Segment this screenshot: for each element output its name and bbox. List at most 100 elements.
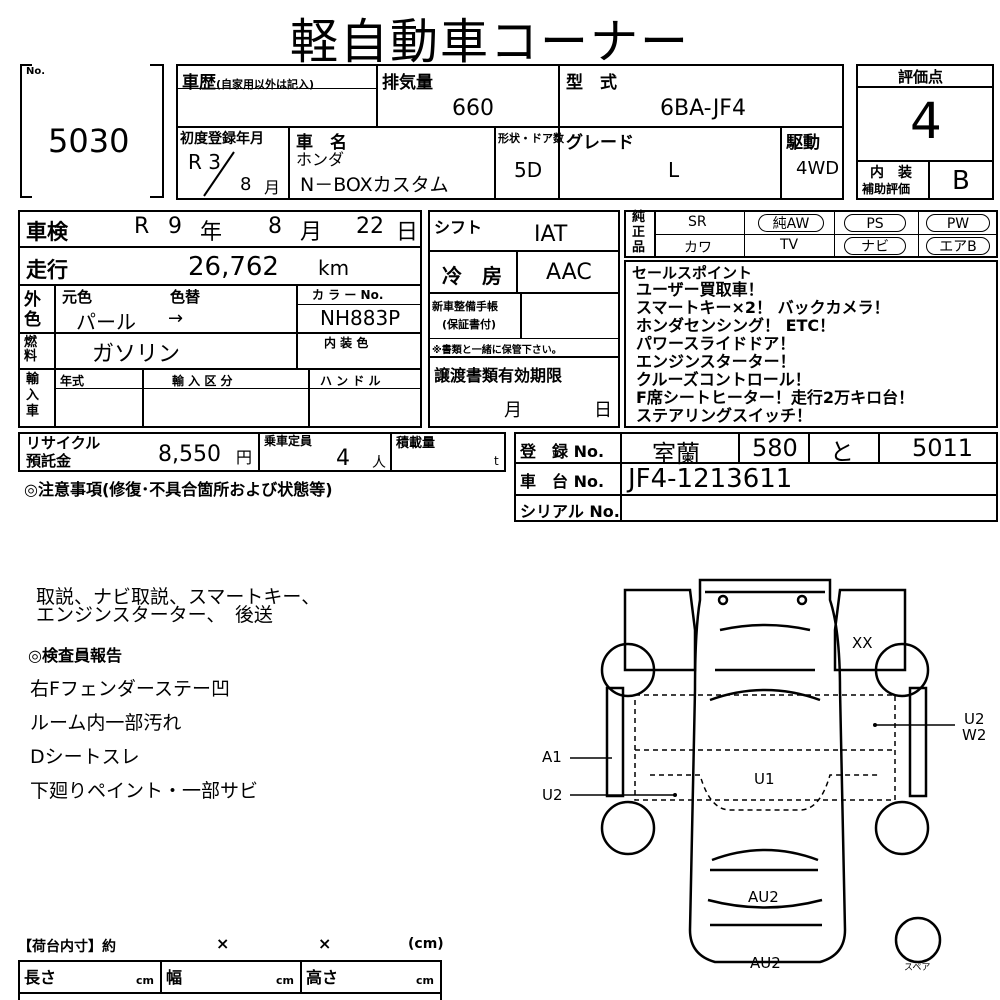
equip-pw: PW (926, 214, 990, 232)
diagram-label-u2-left: U2 (542, 786, 563, 804)
serial-label: シリアル No. (520, 502, 620, 521)
manual-label-1: 新車整備手帳 (432, 300, 498, 313)
model-value: 6BA-JF4 (660, 96, 746, 121)
first-reg-month: 8 (240, 174, 252, 195)
inspection-month: 8 (268, 214, 282, 239)
car-damage-diagram (570, 578, 955, 964)
diagram-label-w2-right: W2 (962, 726, 987, 744)
ac-label: 冷 房 (442, 264, 502, 288)
equip-airbag: エアB (926, 237, 990, 255)
recycle-label-2: 預託金 (26, 452, 72, 470)
registration-class: 580 (752, 434, 798, 462)
inspection-day-unit: 日 (396, 220, 419, 245)
sales-point-line: ユーザー買取車！ (636, 280, 764, 299)
notes-line-2: エンジンスターター、 後送 (36, 604, 273, 626)
interior-label-2: 補助評価 (862, 182, 911, 196)
inspection-year: 9 (168, 214, 182, 239)
diagram-label-spare: スペア (904, 963, 931, 973)
registration-kana: と (830, 438, 854, 466)
sales-point-line: F席シートヒーター！走行2万キロ台！ (636, 388, 915, 407)
fuel-label: 燃料 (24, 335, 38, 364)
recycle-label-1: リサイクル (26, 434, 101, 452)
recycle-unit: 円 (236, 448, 253, 467)
ac-value: AAC (546, 260, 592, 285)
import-year-label: 年式 (60, 374, 85, 388)
capacity-value: 4 (336, 446, 350, 471)
cargo-length-label: 長さ (24, 968, 57, 987)
model-label: 型 式 (566, 73, 617, 93)
recycle-grid (18, 432, 506, 472)
fuel-value: ガソリン (92, 342, 181, 367)
transfer-day-unit: 日 (594, 400, 612, 421)
report-item: ルーム内一部汚れ (30, 712, 182, 734)
cargo-unit: (cm) (408, 936, 444, 952)
doors-label: 形状・ドア数 (498, 132, 564, 145)
car-name-value: N－BOXカスタム (300, 174, 449, 196)
diagram-label-u1: U1 (754, 770, 775, 788)
inspector-report-label: ◎検査員報告 (28, 646, 122, 665)
interior-label-1: 内 装 (870, 165, 912, 181)
sales-point-line: クルーズコントロール！ (636, 370, 811, 389)
first-reg-label: 初度登録年月 (180, 131, 264, 147)
cargo-width-label: 幅 (166, 968, 183, 987)
registration-number: 5011 (912, 434, 974, 462)
sales-point-line: パワースライドドア！ (636, 334, 796, 353)
grade-value: L (668, 158, 680, 182)
report-item: 右Fフェンダーステー凹 (30, 678, 230, 700)
shift-ac-grid (428, 210, 620, 428)
grade-label: グレード (566, 133, 634, 153)
equip-leather: カワ (684, 240, 712, 256)
inspection-grid (18, 210, 422, 428)
first-reg-year: R 3 (188, 150, 221, 174)
diagram-label-au2-bumper: AU2 (750, 954, 781, 972)
sales-point-line: スマートキー×2！ バックカメラ！ (636, 298, 890, 317)
capacity-unit: 人 (372, 455, 386, 471)
inspection-day: 22 (356, 214, 384, 239)
registration-area: 室蘭 (652, 440, 700, 468)
capacity-label: 乗車定員 (264, 434, 313, 448)
equip-navi: ナビ (844, 237, 906, 255)
equip-sr: SR (688, 214, 707, 230)
load-label: 積載量 (396, 436, 436, 451)
diagram-label-xx: XX (852, 634, 873, 652)
transfer-label: 譲渡書類有効期限 (434, 366, 563, 385)
shift-label: シフト (434, 218, 483, 237)
interior-color-label: 内 装 色 (324, 336, 369, 350)
equip-ps: PS (844, 214, 906, 232)
registration-grid (514, 432, 998, 522)
shift-value: IAT (534, 222, 568, 247)
score-label: 評価点 (898, 68, 944, 86)
inspection-era: R (134, 214, 150, 239)
sales-points-box (624, 260, 998, 428)
mileage-unit: km (318, 256, 350, 280)
genuine-label: 純正品 (632, 210, 646, 255)
inspection-year-unit: 年 (200, 220, 223, 245)
score-value: 4 (910, 92, 942, 150)
report-item: Dシートスレ (30, 746, 140, 768)
sales-point-line: エンジンスターター！ (636, 352, 796, 371)
notes-line-1: 取説、ナビ取説、スマートキー、 (36, 586, 321, 608)
load-unit: t (494, 454, 499, 468)
caution-label: ◎注意事項(修復･不具合箇所および状態等) (24, 480, 333, 499)
equip-aw: 純AW (758, 214, 824, 232)
drive-value: 4WD (796, 158, 840, 179)
sales-point-line: ホンダセンシング！ ETC！ (636, 316, 836, 335)
car-name-label: 車 名 (296, 133, 347, 153)
interior-score: B (952, 166, 970, 196)
import-handle-label: ハ ン ド ル (320, 374, 381, 388)
displacement-label: 排気量 (382, 73, 433, 93)
diagram-label-u2-right: U2 (964, 710, 985, 728)
diagram-label-a1: A1 (542, 748, 562, 766)
cargo-label: 【荷台内寸】約 (18, 939, 116, 955)
doors-value: 5D (514, 158, 543, 182)
mileage-label: 走行 (26, 258, 68, 282)
vehicle-info-grid (176, 64, 844, 200)
cargo-x2: × (318, 934, 332, 953)
report-item: 下廻りペイント・一部サビ (30, 780, 259, 802)
drive-label: 駆動 (786, 133, 820, 153)
page-title: 軽自動車コーナー (290, 14, 691, 70)
color-change-label: 色替 (170, 288, 201, 306)
color-code-label: カ ラ ー No. (312, 288, 384, 302)
outer-color-label: 外色 (24, 290, 41, 330)
transfer-month-unit: 月 (504, 400, 522, 421)
